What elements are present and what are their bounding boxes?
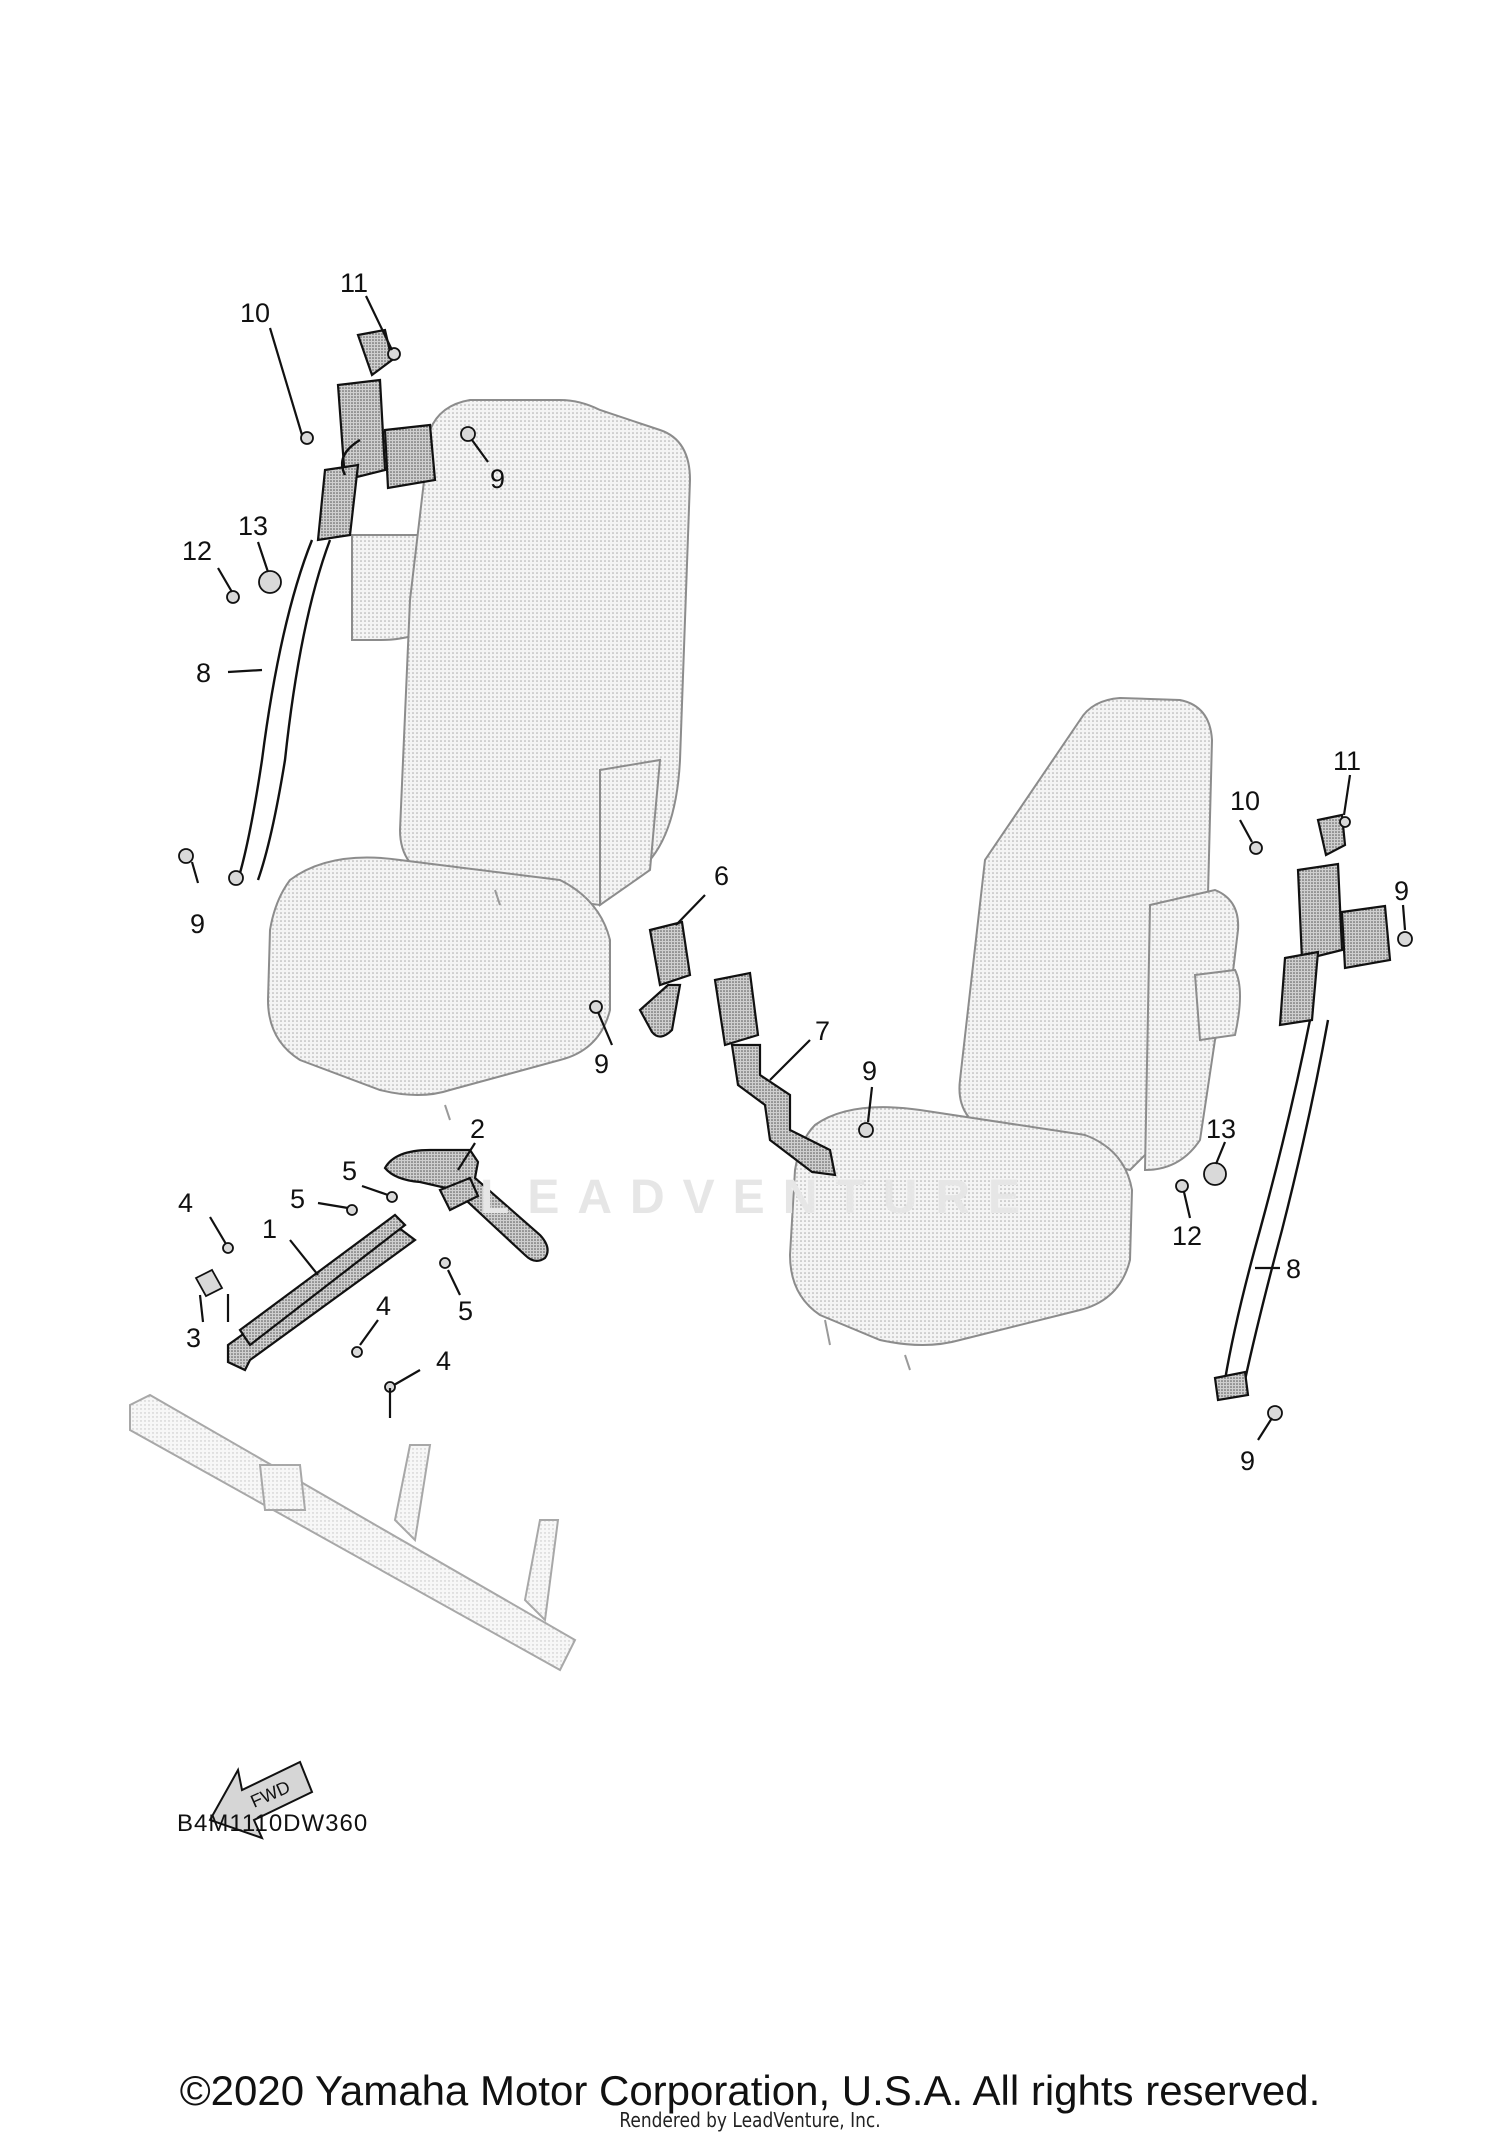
callout-13-right: 13 bbox=[1206, 1114, 1236, 1144]
watermark: LEADVENTURE bbox=[480, 1171, 1039, 1224]
callout-4-lower: 4 bbox=[436, 1346, 451, 1376]
callout-7: 7 bbox=[815, 1016, 830, 1046]
callout-9-left-bottom: 9 bbox=[190, 909, 205, 939]
left-seat-belt-assembly bbox=[228, 328, 437, 886]
fasteners bbox=[178, 347, 1413, 1421]
callout-11-right: 11 bbox=[1333, 746, 1361, 776]
seat-adjust-handle bbox=[383, 1148, 549, 1262]
callout-13-left: 13 bbox=[238, 511, 268, 541]
seat-slide-rail bbox=[226, 1213, 417, 1372]
callout-8-right: 8 bbox=[1286, 1254, 1301, 1284]
callout-6: 6 bbox=[714, 861, 729, 891]
callout-9-right-top: 9 bbox=[1394, 876, 1409, 906]
callout-1: 1 bbox=[262, 1214, 277, 1244]
callout-12-right: 12 bbox=[1172, 1221, 1202, 1251]
frame-crossbar bbox=[129, 1393, 577, 1672]
diagram-code: B4M1110DW360 bbox=[177, 1810, 369, 1837]
right-seat bbox=[788, 696, 1241, 1371]
copyright-notice: ©2020 Yamaha Motor Corporation, U.S.A. A… bbox=[179, 2067, 1321, 2114]
buckle-7 bbox=[713, 971, 837, 1177]
rendered-by-note: Rendered by LeadVenture, Inc. bbox=[619, 2108, 881, 2132]
callout-11-left: 11 bbox=[340, 268, 368, 298]
callout-4-middle: 4 bbox=[376, 1291, 391, 1321]
leader-lines bbox=[190, 295, 1407, 1441]
callout-5-lower: 5 bbox=[458, 1296, 473, 1326]
callout-9-right-bottom: 9 bbox=[1240, 1446, 1255, 1476]
callout-9-buckle-6: 9 bbox=[594, 1049, 609, 1079]
callout-10-left: 10 bbox=[240, 298, 270, 328]
callout-10-right: 10 bbox=[1230, 786, 1260, 816]
callout-2: 2 bbox=[470, 1114, 485, 1144]
callout-8-left: 8 bbox=[196, 658, 211, 688]
callout-9-buckle-7: 9 bbox=[862, 1056, 877, 1086]
callout-labels: 11 10 9 13 12 8 9 6 9 7 9 2 5 5 4 1 3 5 … bbox=[178, 268, 1409, 1476]
left-seat bbox=[266, 399, 692, 1121]
right-seat-belt-assembly bbox=[1213, 813, 1392, 1402]
callout-5-middle: 5 bbox=[290, 1184, 305, 1214]
callout-4-left: 4 bbox=[178, 1188, 193, 1218]
callout-9-left-top: 9 bbox=[490, 464, 505, 494]
callout-5-upper: 5 bbox=[342, 1156, 357, 1186]
callout-3: 3 bbox=[186, 1323, 201, 1353]
callout-12-left: 12 bbox=[182, 536, 212, 566]
buckle-6 bbox=[638, 920, 692, 1038]
